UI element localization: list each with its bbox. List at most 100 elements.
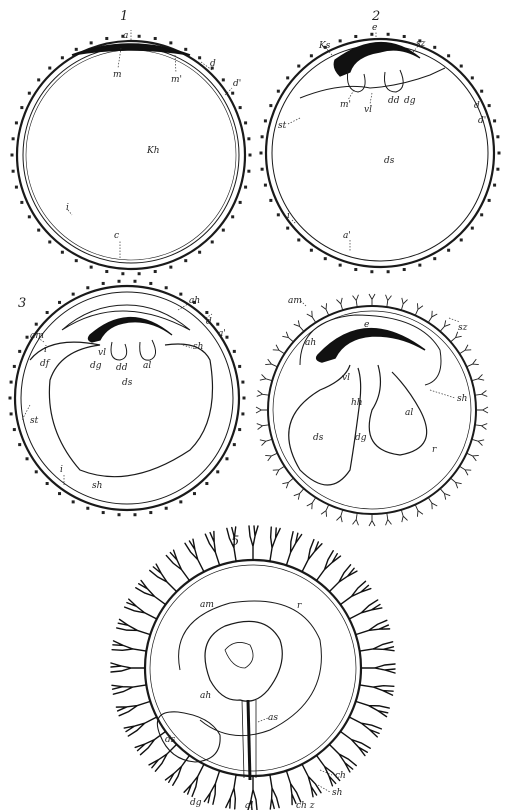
- villus-bump: [247, 137, 250, 140]
- villus-bump: [231, 92, 234, 95]
- villus-bump: [286, 227, 289, 230]
- figure-1: 1 a m m' d d' Kh i c: [11, 9, 252, 275]
- villus-bump: [58, 492, 61, 495]
- villus-bump: [277, 213, 280, 216]
- villus-branch: [273, 345, 285, 354]
- villus-branch: [336, 510, 342, 522]
- villus-bump: [154, 37, 157, 40]
- villus-bump: [72, 500, 75, 503]
- villus-tree: [349, 600, 382, 619]
- figure-3-embryo: [88, 318, 172, 343]
- villus-bump: [12, 137, 15, 140]
- villus-bump: [243, 397, 246, 400]
- villus-bump: [72, 293, 75, 296]
- villus-bump: [18, 443, 21, 446]
- figure-4-amnion: [300, 315, 441, 385]
- villus-bump: [165, 286, 168, 289]
- villus-bump: [138, 35, 141, 38]
- villus-bump: [133, 513, 136, 516]
- figure-4-label-sh: sh: [457, 394, 467, 404]
- villus-bump: [480, 90, 483, 93]
- villus-branch: [257, 391, 269, 397]
- figure-3-label-sh-lower: sh: [92, 481, 102, 491]
- villus-branch: [336, 298, 342, 310]
- villus-bump: [90, 41, 93, 44]
- villus-tree: [185, 539, 204, 572]
- villus-bump: [211, 240, 214, 243]
- villus-bump: [447, 54, 450, 57]
- figure-4-label-am: am: [288, 296, 302, 306]
- villus-bump: [433, 257, 436, 260]
- villus-tree: [361, 664, 395, 673]
- villus-bump: [496, 135, 499, 138]
- villus-tree: [360, 642, 394, 651]
- villus-branch: [475, 391, 487, 397]
- villus-tree: [340, 731, 370, 755]
- villus-branch: [321, 303, 329, 315]
- villus-bump: [354, 268, 357, 271]
- villus-bump: [239, 106, 242, 109]
- villus-tree: [166, 550, 189, 580]
- villus-branch: [440, 489, 450, 500]
- villus-bump: [238, 428, 241, 431]
- villus-bump: [169, 266, 172, 269]
- villus-bump: [28, 215, 31, 218]
- figure-1-inner-membrane: [23, 47, 239, 263]
- villus-branch: [294, 320, 304, 331]
- villus-bump: [86, 507, 89, 510]
- figure-2-label-ks: Ks: [318, 41, 331, 51]
- figure-2-label-d-prime: d': [478, 116, 486, 126]
- villus-bump: [310, 54, 313, 57]
- figure-3-label-sh: sh: [193, 342, 203, 352]
- villus-bump: [249, 154, 252, 157]
- figure-3-label-ds: ds: [122, 378, 133, 388]
- villus-bump: [20, 106, 23, 109]
- figure-5-label-ah: ah: [200, 691, 211, 701]
- villus-tree: [329, 565, 357, 592]
- villus-bump: [418, 264, 421, 267]
- villus-bump: [20, 201, 23, 204]
- villus-bump: [339, 39, 342, 42]
- figure-2-label-m-prime: m': [340, 100, 351, 110]
- figure-4-label-al: al: [405, 408, 413, 418]
- figure-1-villi: [11, 35, 252, 275]
- villus-branch: [321, 505, 329, 517]
- villus-bump: [75, 259, 78, 262]
- figure-5-label-ch: ch: [335, 771, 346, 781]
- villus-branch: [467, 453, 479, 461]
- villus-bump: [387, 33, 390, 36]
- figure-5: 5 am r ah as ds ch sh dg al ch z: [111, 526, 395, 810]
- figure-2-outer-membrane: [266, 39, 494, 267]
- villus-bump: [496, 168, 499, 171]
- villus-bump: [18, 350, 21, 353]
- villus-tree: [124, 717, 157, 736]
- villus-bump: [46, 482, 49, 485]
- villus-bump: [261, 168, 264, 171]
- villus-bump: [233, 350, 236, 353]
- villus-tree: [302, 540, 322, 572]
- villus-tree: [302, 764, 321, 797]
- figure-4-allantois: [369, 365, 426, 455]
- villus-tree: [112, 641, 146, 651]
- figure-3-label-am: am: [30, 331, 44, 341]
- figure-2-label-dg: dg: [404, 96, 416, 106]
- figure-4-label-r: r: [432, 445, 437, 455]
- villus-bump: [205, 311, 208, 314]
- villus-bump: [179, 293, 182, 296]
- villus-branch: [307, 311, 316, 323]
- figure-3: 3 ah d a' am sh i df vl dg dd al st ds i…: [9, 280, 246, 516]
- figure-5-label-sh: sh: [332, 788, 342, 798]
- figure-1-outer-membrane: [17, 41, 245, 269]
- villus-branch: [273, 466, 285, 475]
- villus-branch: [260, 374, 272, 380]
- villus-tree: [112, 685, 146, 694]
- villus-tree: [149, 744, 177, 771]
- villus-bump: [231, 215, 234, 218]
- villus-tree: [184, 764, 204, 796]
- villus-branch: [353, 513, 359, 525]
- villus-bump: [37, 78, 40, 81]
- villus-tree: [136, 580, 166, 604]
- villus-bump: [324, 257, 327, 260]
- figure-3-label-al: al: [143, 361, 151, 371]
- figure-2-label-vl: vl: [364, 105, 372, 115]
